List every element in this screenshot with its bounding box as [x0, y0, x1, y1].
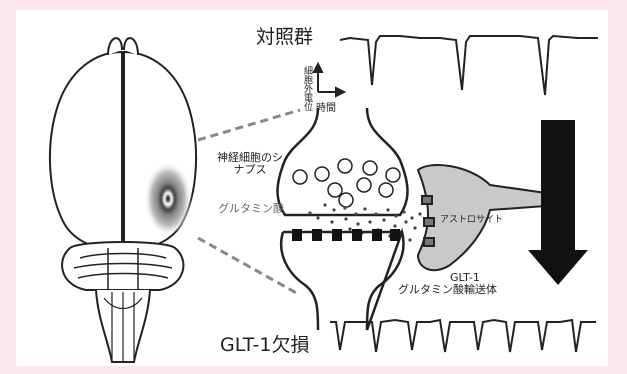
astrocyte-label: アストロサイト [440, 212, 503, 225]
glutamate-label: グルタミン酸 [218, 203, 284, 215]
glt1-transporters [422, 196, 434, 246]
left-hemisphere [50, 52, 122, 248]
xy-axes-icon [314, 64, 344, 96]
control-group-label: 対照群 [256, 22, 313, 49]
axis-time-label: 時間 [316, 99, 336, 114]
brain-illustration [50, 38, 196, 362]
transporter-label: グルタミン酸輸送体 [398, 284, 497, 296]
glt1-deficient-label: GLT-1欠損 [220, 330, 310, 357]
axis-potential-label: 細胞外電位 [302, 66, 312, 111]
control-trace [340, 36, 598, 95]
synapse-label: 神経細胞のシナプス [212, 152, 288, 176]
postsynaptic-terminal [281, 232, 403, 330]
lesion-spot [144, 157, 192, 233]
